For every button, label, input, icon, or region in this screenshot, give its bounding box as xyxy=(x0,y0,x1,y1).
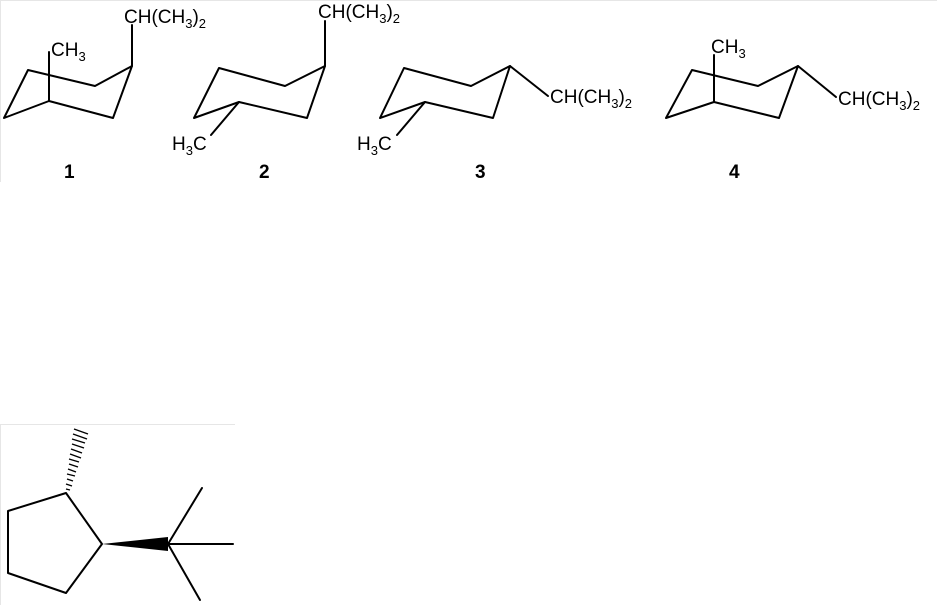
structure-1: CH3 CH(CH3)2 1 xyxy=(4,7,206,183)
structure-1-isopropyl-label: CH(CH3)2 xyxy=(124,7,206,31)
structure-3-isopropyl-label: CH(CH3)2 xyxy=(550,87,632,111)
structure-4-ring xyxy=(666,66,798,118)
solid-wedge-bond xyxy=(102,537,168,551)
structure-4-methyl-label: CH3 xyxy=(711,37,746,61)
structure-4-isopropyl-bond xyxy=(798,66,836,97)
structure-3-ring xyxy=(380,66,510,118)
tert-butyl-bond-down xyxy=(168,544,200,600)
tert-butyl-bond-up xyxy=(168,488,202,544)
structure-3-number: 3 xyxy=(475,162,486,183)
structure-1-methyl-label: CH3 xyxy=(51,40,86,64)
structure-3: H3C CH(CH3)2 3 xyxy=(357,66,632,183)
cyclopentane-ring xyxy=(8,493,102,593)
structure-2-isopropyl-label: CH(CH3)2 xyxy=(318,2,400,26)
structure-2-number: 2 xyxy=(259,162,270,183)
structure-1-ring xyxy=(4,66,132,118)
structure-3-methyl-label: H3C xyxy=(357,134,392,158)
structure-3-isopropyl-bond xyxy=(510,66,548,96)
structure-2-methyl-label: H3C xyxy=(172,134,207,158)
structure-1-number: 1 xyxy=(64,162,75,183)
cyclopentane-structure xyxy=(8,429,233,600)
structure-4-number: 4 xyxy=(729,162,740,183)
structure-2: H3C CH(CH3)2 2 xyxy=(172,2,400,183)
structure-4: CH3 CH(CH3)2 4 xyxy=(666,37,920,183)
hashed-wedge-bond xyxy=(66,429,88,490)
structure-4-isopropyl-label: CH(CH3)2 xyxy=(838,89,920,113)
structure-2-ring xyxy=(194,66,325,118)
